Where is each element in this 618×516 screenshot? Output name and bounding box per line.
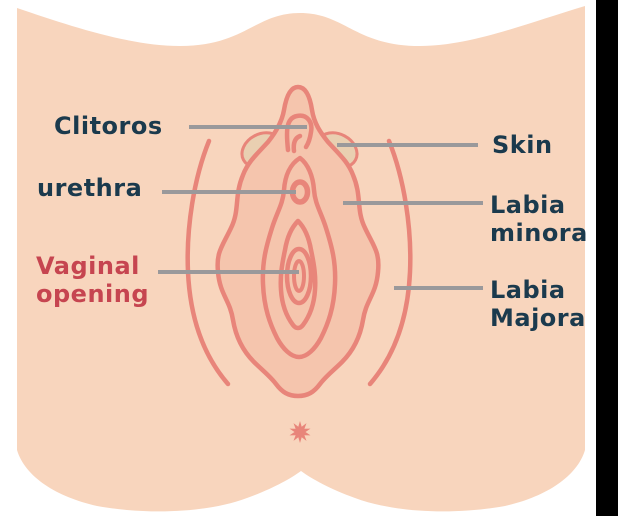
vaginal-opening-leader-line xyxy=(158,270,299,274)
labia-minora-label: Labia minora xyxy=(490,191,588,247)
vaginal-opening-slit xyxy=(292,259,306,293)
clitoros-leader-line xyxy=(189,125,307,129)
right-black-bar xyxy=(596,0,618,516)
vaginal-opening-label: Vaginal opening xyxy=(36,252,150,308)
vestibule-outline xyxy=(278,218,318,331)
urethra-label: urethra xyxy=(37,174,143,202)
urethra-leader-line xyxy=(162,190,296,194)
anus-asterisk-icon xyxy=(289,421,311,443)
labia-majora-shape xyxy=(215,84,381,399)
clitoros-label: Clitoros xyxy=(54,112,163,140)
labia-majora-label: Labia Majora xyxy=(490,276,586,332)
labia-minora-leader-line xyxy=(343,201,483,205)
labia-minora-outline xyxy=(260,155,338,360)
skin-label: Skin xyxy=(492,131,553,159)
skin-leader-line xyxy=(337,143,478,147)
vaginal-opening-ring xyxy=(284,246,314,306)
labia-majora-leader-line xyxy=(394,286,483,290)
right-groin-crease xyxy=(367,138,413,387)
clitoris-hook-inner xyxy=(291,133,303,154)
